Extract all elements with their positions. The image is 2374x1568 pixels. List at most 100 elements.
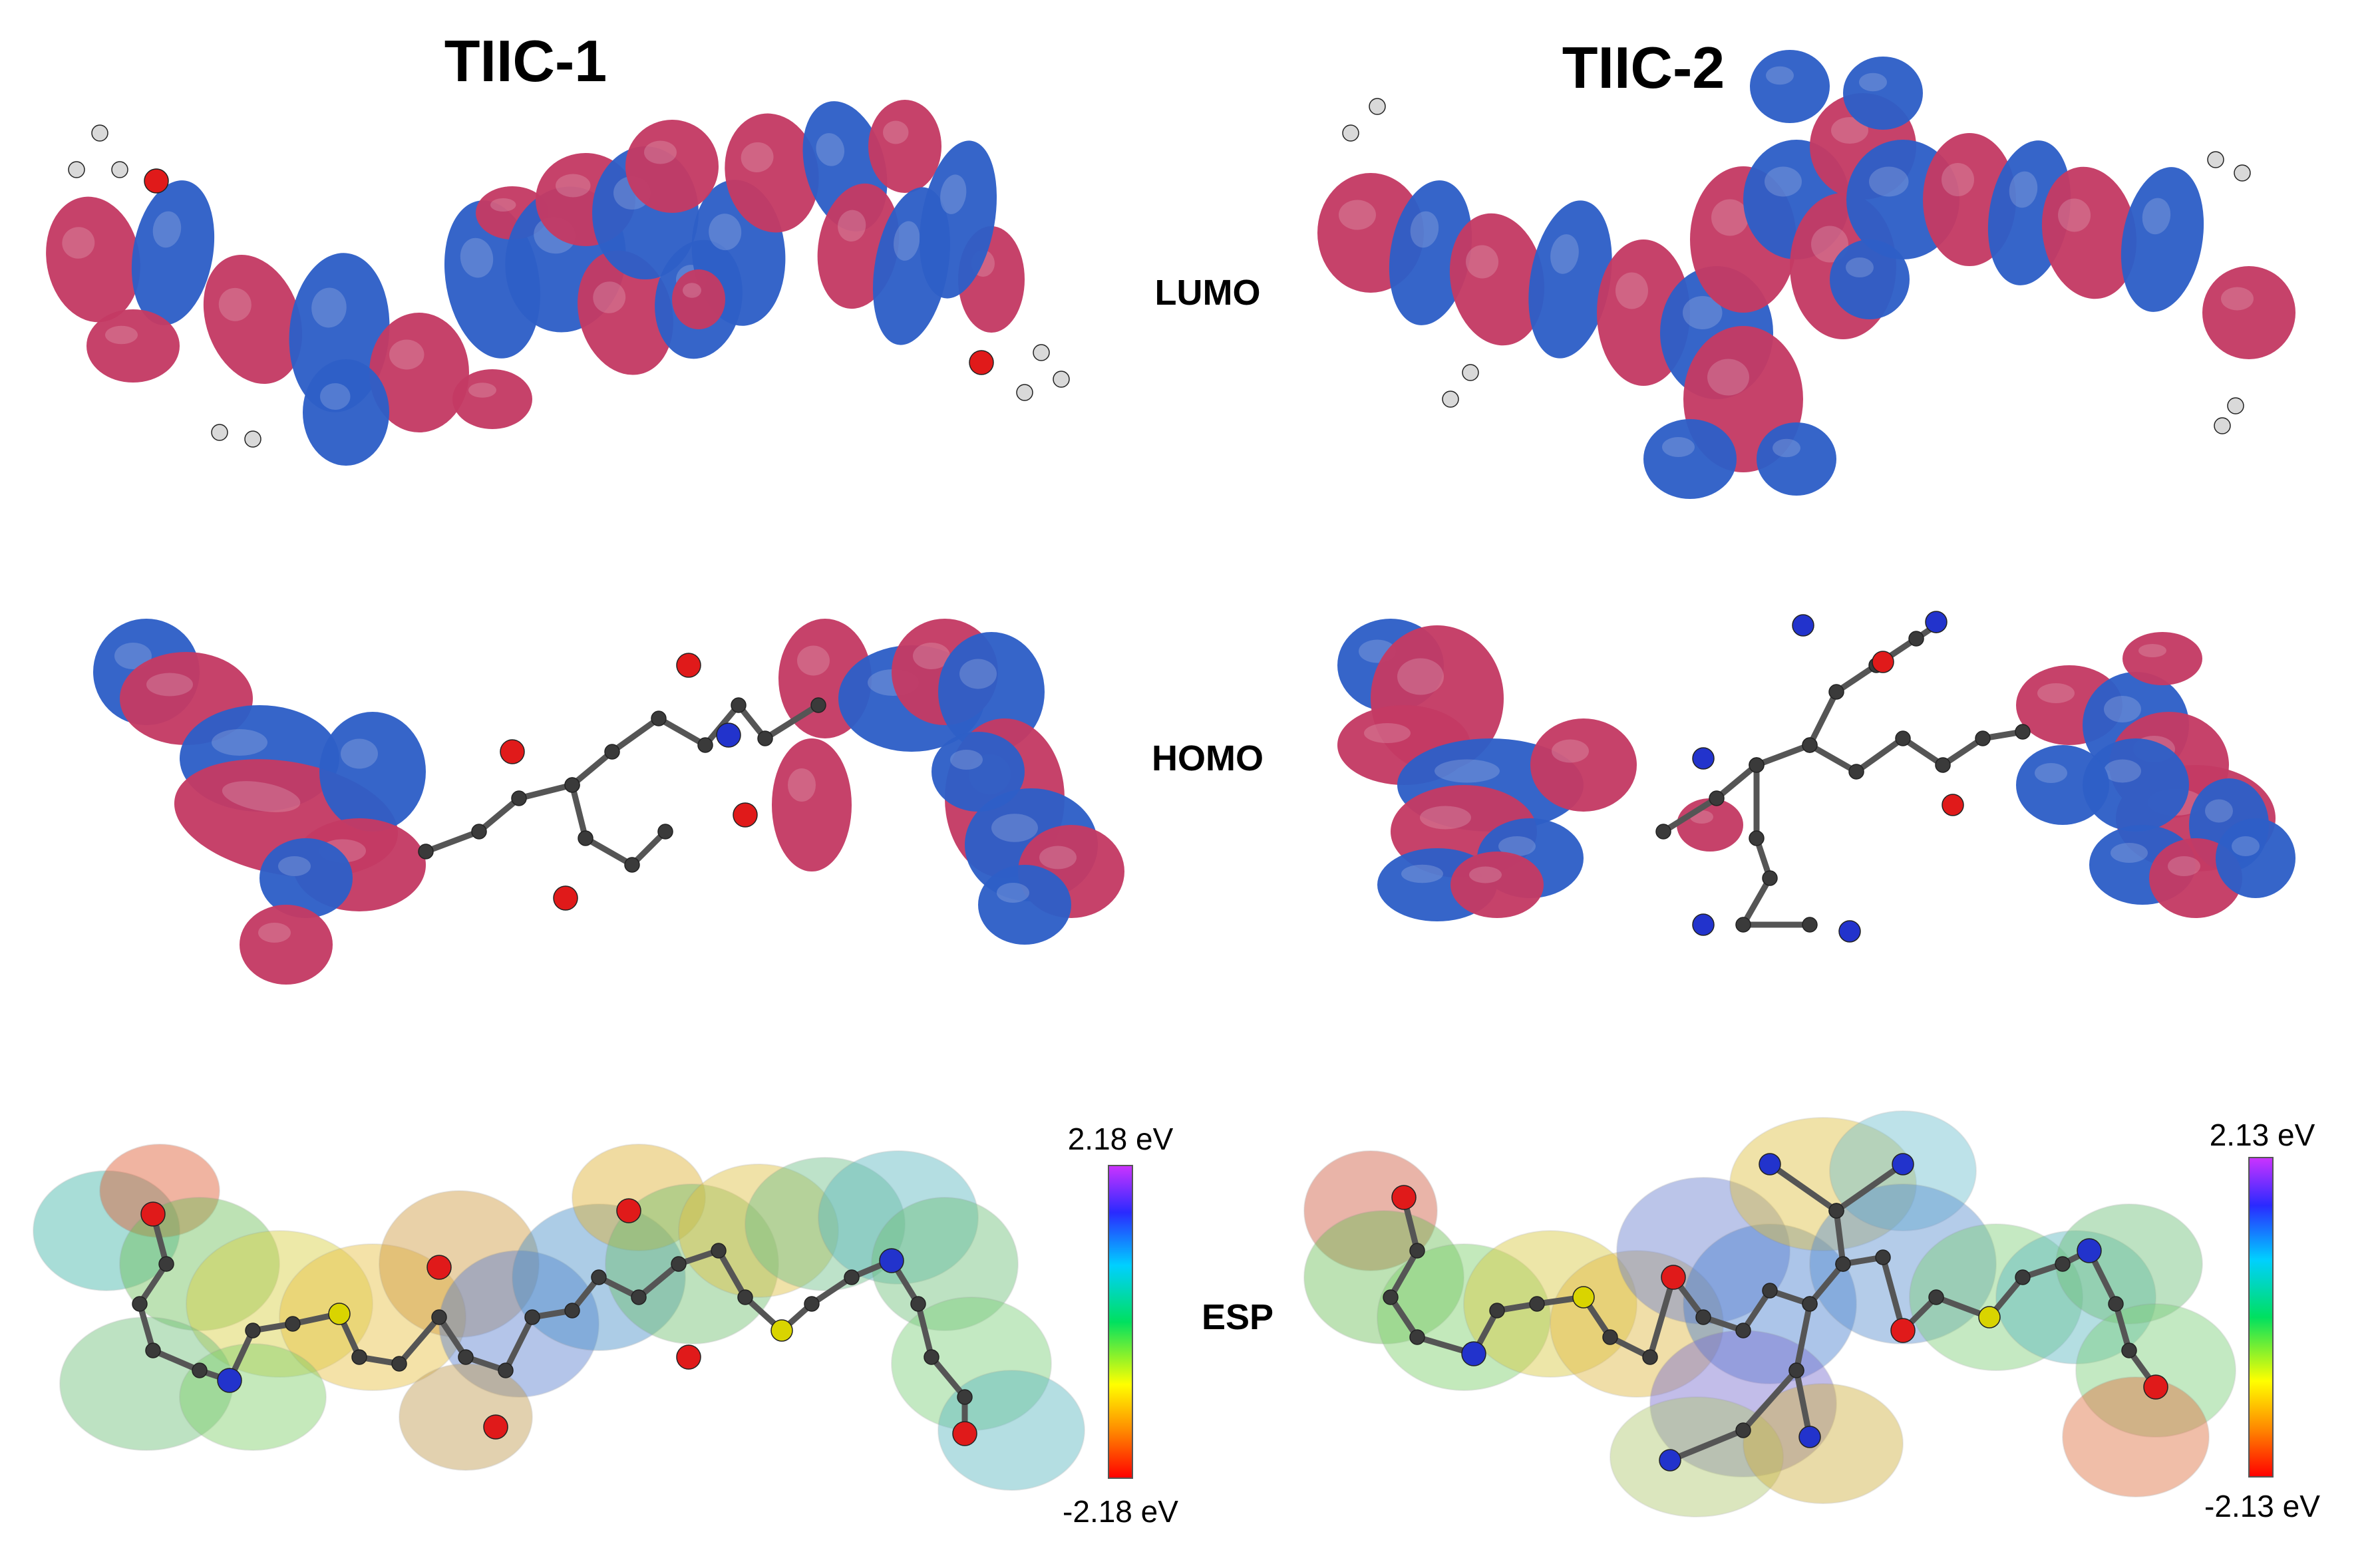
esp-surface-patch <box>1743 1383 1904 1504</box>
lobe-highlight <box>2037 683 2075 703</box>
carbon-atom <box>910 1296 926 1312</box>
orbital-lobe-positive <box>625 120 719 213</box>
orbital-lobe-positive <box>2202 266 2295 359</box>
bond <box>1740 1367 1800 1434</box>
lobe-highlight <box>556 174 591 198</box>
lobe-highlight <box>1773 438 1800 458</box>
bond <box>1740 1287 1773 1334</box>
oxygen-atom <box>1872 651 1894 673</box>
orbital-lobe-negative <box>1528 200 1612 359</box>
lobe-highlight <box>741 142 774 173</box>
carbon-atom <box>2015 724 2031 740</box>
lobe-highlight <box>341 738 378 769</box>
lobe-highlight <box>2221 287 2254 311</box>
esp-surface-patch <box>186 1230 373 1378</box>
sulfur-atom <box>1572 1286 1595 1309</box>
sulfur-atom <box>1978 1306 2001 1329</box>
bond <box>1806 689 1840 748</box>
lobe-highlight <box>2058 198 2091 232</box>
orbital-lobe-positive <box>240 905 333 985</box>
nitrogen-atom <box>1798 1426 1821 1448</box>
hydrogen-atom <box>2207 151 2224 168</box>
esp-surface-patch <box>678 1164 839 1298</box>
carbon-atom <box>1749 757 1765 773</box>
carbon-atom <box>657 824 673 840</box>
orbital-lobe-positive <box>772 738 852 871</box>
bond <box>629 828 669 868</box>
carbon-atom <box>158 1256 174 1272</box>
carbon-atom <box>1489 1303 1505 1319</box>
hydrogen-atom <box>1033 344 1050 361</box>
bond <box>655 715 709 748</box>
orbital-lobe-positive <box>452 369 532 429</box>
carbon-atom <box>564 1303 580 1319</box>
nitrogen-atom <box>1892 1153 1914 1176</box>
esp-map-tiic-2 <box>1303 1110 2236 1517</box>
orbital-lobe-positive <box>2122 632 2202 685</box>
orbital-lobe-positive <box>1450 852 1544 918</box>
oxygen-atom <box>952 1421 977 1446</box>
lobe-highlight <box>1711 199 1749 236</box>
carbon-atom <box>624 857 640 873</box>
orbital-lobe-negative <box>319 712 426 832</box>
homo-orbital-tiic-2 <box>1337 611 2295 943</box>
hydrogen-atom <box>1053 371 1070 388</box>
lobe-highlight <box>2232 836 2260 856</box>
lobe-highlight <box>258 923 291 943</box>
bond <box>1767 1161 1840 1214</box>
esp-surface-patch <box>937 1370 1085 1491</box>
oxygen-atom <box>500 739 525 764</box>
oxygen-atom <box>1942 794 1964 816</box>
carbon-atom <box>564 777 580 793</box>
oxygen-atom <box>969 350 994 375</box>
esp-max-tiic-2: 2.13 eV <box>2210 1118 2315 1152</box>
carbon-atom <box>1709 790 1725 806</box>
carbon-atom <box>1875 1249 1891 1265</box>
lobe-highlight <box>644 140 677 164</box>
lobe-highlight <box>2104 696 2141 722</box>
carbon-atom <box>1602 1329 1618 1345</box>
carbon-atom <box>2121 1342 2137 1358</box>
bond <box>762 702 822 742</box>
oxygen-atom <box>144 168 169 194</box>
oxygen-atom <box>1661 1265 1686 1290</box>
lobe-highlight <box>389 339 424 370</box>
orbital-lobe-negative <box>1757 422 1836 496</box>
bond <box>1853 735 1906 775</box>
lobe-highlight <box>683 283 701 298</box>
carbon-atom <box>391 1356 407 1372</box>
lobe-highlight <box>1831 117 1868 144</box>
bond <box>1647 1274 1677 1360</box>
bond <box>1713 762 1760 802</box>
esp-min-tiic-1: -2.18 eV <box>1063 1494 1178 1529</box>
nitrogen-atom <box>716 722 741 748</box>
lobe-highlight <box>997 883 1029 903</box>
carbon-atom <box>1828 684 1844 700</box>
bond <box>423 828 482 855</box>
lobe-highlight <box>940 174 967 214</box>
carbon-atom <box>1802 737 1818 753</box>
nitrogen-atom <box>217 1368 242 1393</box>
label-esp: ESP <box>1202 1297 1273 1337</box>
lobe-highlight <box>218 287 252 321</box>
carbon-atom <box>1935 757 1951 773</box>
bond <box>150 1347 203 1374</box>
orbital-lobe-negative <box>2083 738 2189 832</box>
carbon-atom <box>458 1349 474 1365</box>
esp-surface-patch <box>871 1197 1019 1331</box>
lobe-highlight <box>222 781 301 812</box>
orbital-lobe-positive <box>1677 798 1743 852</box>
lobe-highlight <box>1765 166 1802 197</box>
esp-surface-patch <box>1995 1230 2156 1364</box>
sulfur-atom <box>328 1303 351 1325</box>
carbon-atom <box>631 1289 647 1305</box>
orbital-lobe-positive <box>1530 718 1637 812</box>
carbon-atom <box>2108 1296 2124 1312</box>
bond <box>1740 875 1773 928</box>
esp-surface-patch <box>1729 1117 1917 1251</box>
lobe-highlight <box>2111 843 2148 863</box>
lobe-highlight <box>2009 171 2038 208</box>
lobe-highlight <box>593 281 626 313</box>
carbon-atom <box>737 1289 753 1305</box>
lobe-highlight <box>838 210 866 242</box>
